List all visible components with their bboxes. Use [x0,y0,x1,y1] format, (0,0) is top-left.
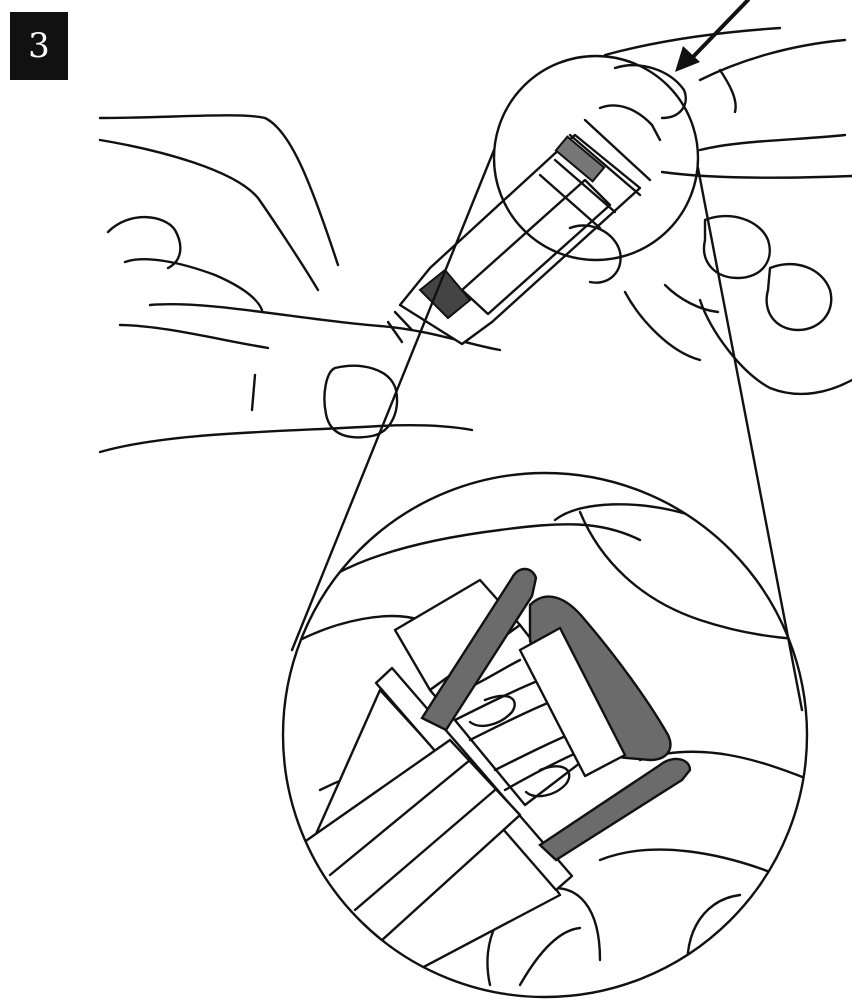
zoom-line-right [698,168,802,710]
zoom-line-left [292,150,494,650]
arrow-icon [675,0,748,72]
magnified-detail [283,473,830,997]
